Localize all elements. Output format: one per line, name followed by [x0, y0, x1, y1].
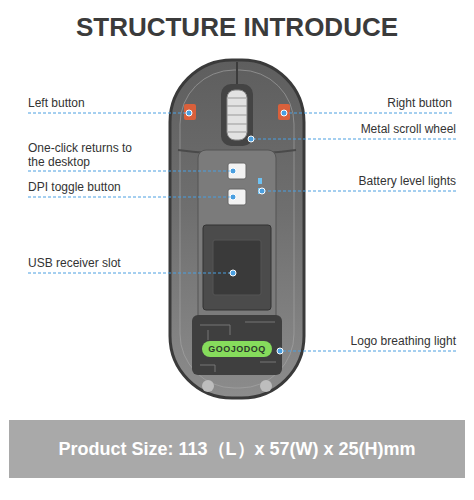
- battery-light: [258, 178, 262, 184]
- part-label: Right button: [387, 96, 452, 110]
- part-label-text: Left button: [28, 96, 85, 110]
- part-label: Battery level lights: [359, 174, 456, 188]
- scroll-wheel: [221, 84, 253, 146]
- part-label-text: USB receiver slot: [28, 256, 121, 270]
- dpi-button: [228, 189, 246, 205]
- left-switch: [184, 104, 196, 120]
- size-band: Product Size: 113（L）x 57(W) x 25(H)mm: [9, 420, 465, 478]
- part-label-text: One-click returns to the desktop: [28, 141, 132, 169]
- node-text: Product Size: 113（L）x 57(W) x 25(H)mm: [58, 437, 415, 461]
- part-label: One-click returns to the desktop: [28, 141, 140, 169]
- part-label: DPI toggle button: [28, 180, 121, 194]
- part-label-text: DPI toggle button: [28, 180, 121, 194]
- mouse-foot: [202, 380, 214, 392]
- mouse-body: [170, 60, 304, 398]
- page-title: STRUCTURE INTRODUCE: [0, 12, 474, 43]
- usb-slot: [203, 225, 271, 310]
- leader-dots: [186, 110, 287, 354]
- part-label-text: Battery level lights: [359, 174, 456, 188]
- part-label: Metal scroll wheel: [361, 122, 456, 136]
- home-button: [228, 163, 246, 179]
- part-label: Left button: [28, 96, 85, 110]
- logo-badge: GOOJODOQ: [202, 341, 272, 357]
- part-label-text: Metal scroll wheel: [361, 122, 456, 136]
- part-label: Logo breathing light: [351, 334, 456, 348]
- part-label: USB receiver slot: [28, 256, 121, 270]
- mouse-foot: [260, 380, 272, 392]
- part-label-text: Right button: [387, 96, 452, 110]
- part-label-text: Logo breathing light: [351, 334, 456, 348]
- node-text: GOOJODOQ: [208, 344, 266, 354]
- circuit-board: [192, 315, 282, 375]
- right-switch: [278, 104, 290, 120]
- leader-lines: [28, 113, 456, 351]
